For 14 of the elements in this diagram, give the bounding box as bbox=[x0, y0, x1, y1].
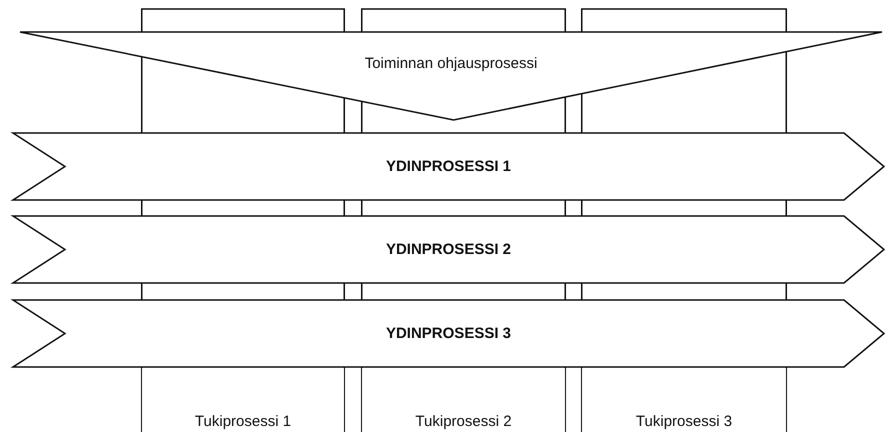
column-label: Tukiprosessi 2 bbox=[415, 413, 512, 430]
process-label: Toiminnan ohjausprosessi bbox=[364, 55, 538, 72]
core-process-band bbox=[13, 216, 884, 283]
control-process-triangle bbox=[20, 32, 882, 120]
process-title: YDINPROSESSI 1 bbox=[386, 158, 512, 175]
support-process-column bbox=[361, 368, 566, 432]
process-title: YDINPROSESSI 2 bbox=[386, 241, 512, 258]
support-process-column bbox=[141, 368, 345, 432]
process-title: YDINPROSESSI 3 bbox=[386, 325, 512, 342]
column-label: Tukiprosessi 1 bbox=[194, 413, 292, 430]
support-process-column bbox=[581, 368, 787, 432]
column-label: Tukiprosessi 3 bbox=[636, 413, 732, 430]
core-process-band bbox=[13, 133, 884, 200]
core-process-band bbox=[13, 300, 884, 367]
